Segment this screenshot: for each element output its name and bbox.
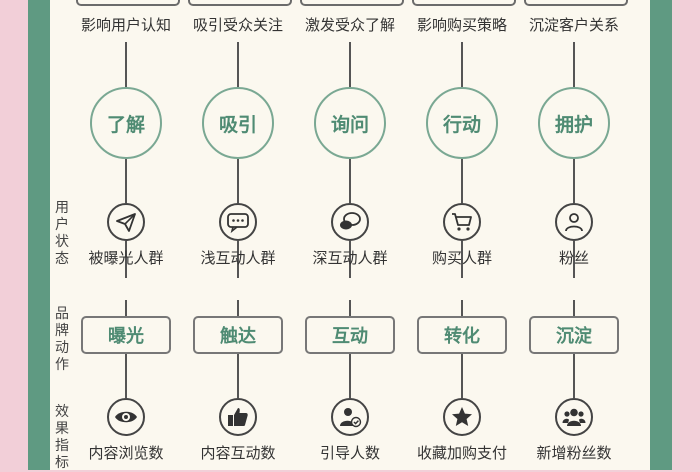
goal-box bbox=[76, 0, 180, 6]
connector-line bbox=[461, 42, 463, 87]
stage-circle: 了解 bbox=[90, 87, 162, 159]
thumbs-up-icon bbox=[219, 398, 257, 436]
metric-label: 内容互动数 bbox=[200, 444, 276, 462]
goal-box bbox=[412, 0, 516, 6]
connector-line bbox=[573, 159, 575, 203]
stage-circle: 行动 bbox=[426, 87, 498, 159]
green-border-left bbox=[28, 0, 50, 470]
connector-line bbox=[125, 42, 127, 87]
user-state-label: 深互动人群 bbox=[312, 249, 388, 267]
goal-box bbox=[524, 0, 628, 6]
metric-label: 收藏加购支付 bbox=[416, 444, 507, 462]
connector-line bbox=[125, 300, 127, 316]
goal-box bbox=[300, 0, 404, 6]
connector-line bbox=[349, 241, 351, 278]
eye-icon bbox=[107, 398, 145, 436]
paper-plane-icon bbox=[107, 203, 145, 241]
green-border-right bbox=[650, 0, 672, 470]
shopping-cart-icon bbox=[443, 203, 481, 241]
connector-line bbox=[237, 42, 239, 87]
brand-action-box: 互动 bbox=[305, 316, 395, 354]
connector-line bbox=[461, 354, 463, 398]
pink-frame-left bbox=[0, 0, 28, 470]
connector-line bbox=[349, 354, 351, 398]
user-state-label: 粉丝 bbox=[558, 249, 589, 267]
brand-action-box: 转化 bbox=[417, 316, 507, 354]
metric-label: 新增粉丝数 bbox=[536, 444, 612, 462]
stage-circle: 拥护 bbox=[538, 87, 610, 159]
connector-line bbox=[461, 241, 463, 278]
brand-action-box: 触达 bbox=[193, 316, 283, 354]
connector-line bbox=[237, 354, 239, 398]
brand-action-box: 沉淀 bbox=[529, 316, 619, 354]
connector-line bbox=[573, 42, 575, 87]
connector-line bbox=[237, 241, 239, 278]
connector-line bbox=[573, 354, 575, 398]
connector-line bbox=[125, 241, 127, 278]
goal-label: 激发受众了解 bbox=[304, 16, 395, 34]
brand-action-box: 曝光 bbox=[81, 316, 171, 354]
stage-circle: 吸引 bbox=[202, 87, 274, 159]
chat-bubble-icon bbox=[219, 203, 257, 241]
connector-line bbox=[349, 42, 351, 87]
stage-circle: 询问 bbox=[314, 87, 386, 159]
connector-line bbox=[573, 300, 575, 316]
connector-line bbox=[461, 300, 463, 316]
row-label-brand-action: 品牌动作 bbox=[55, 306, 69, 373]
pink-frame-right bbox=[672, 0, 700, 470]
goal-label: 影响用户认知 bbox=[80, 16, 171, 34]
connector-line bbox=[125, 159, 127, 203]
group-icon bbox=[555, 398, 593, 436]
connector-line bbox=[237, 159, 239, 203]
connector-line bbox=[349, 300, 351, 316]
person-icon bbox=[555, 203, 593, 241]
user-state-label: 被曝光人群 bbox=[88, 249, 164, 267]
goal-label: 影响购买策略 bbox=[416, 16, 507, 34]
connector-line bbox=[237, 300, 239, 316]
user-check-icon bbox=[331, 398, 369, 436]
connector-line bbox=[573, 241, 575, 278]
metric-label: 引导人数 bbox=[319, 444, 380, 462]
row-label-user-state: 用户状态 bbox=[55, 200, 69, 267]
connector-line bbox=[461, 159, 463, 203]
goal-label: 沉淀客户关系 bbox=[528, 16, 619, 34]
metric-label: 内容浏览数 bbox=[88, 444, 164, 462]
connector-line bbox=[349, 159, 351, 203]
row-label-metric: 效果指标 bbox=[55, 404, 69, 471]
goal-label: 吸引受众关注 bbox=[192, 16, 283, 34]
goal-box bbox=[188, 0, 292, 6]
star-icon bbox=[443, 398, 481, 436]
connector-line bbox=[125, 354, 127, 398]
speech-bubbles-icon bbox=[331, 203, 369, 241]
user-state-label: 浅互动人群 bbox=[200, 249, 276, 267]
user-state-label: 购买人群 bbox=[431, 249, 492, 267]
